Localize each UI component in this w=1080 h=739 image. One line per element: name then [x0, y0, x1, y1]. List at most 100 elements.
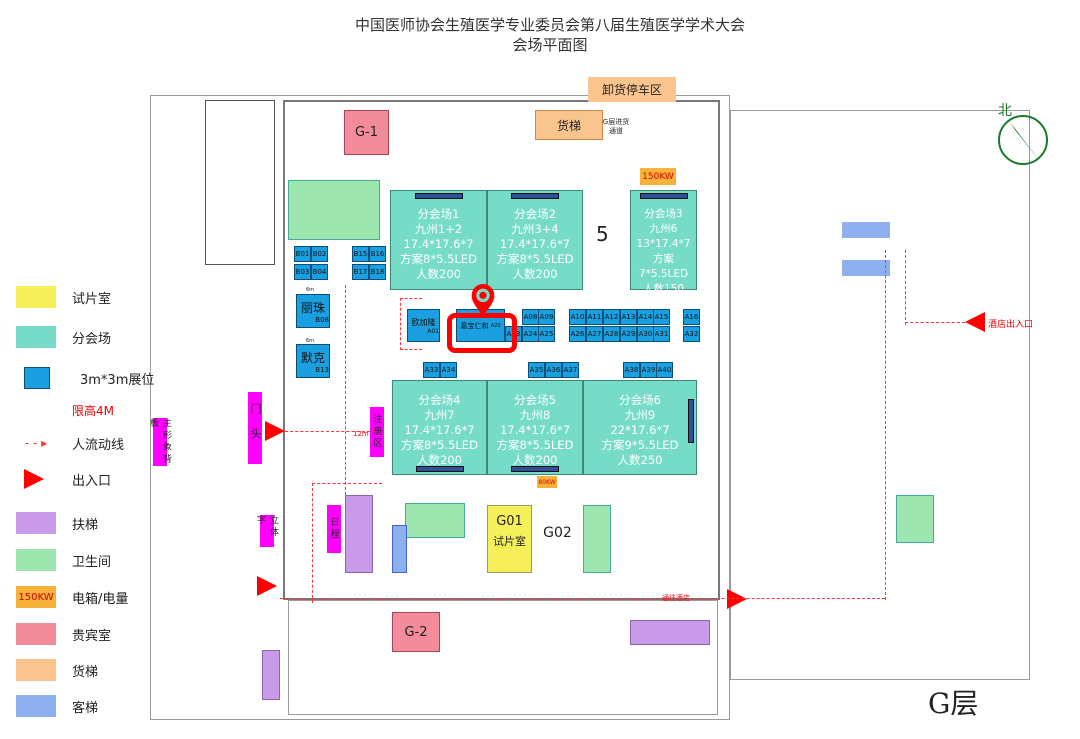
- booth-a09[interactable]: A09: [538, 309, 555, 325]
- legend-swatch: [16, 468, 56, 490]
- legend-label: 限高4M: [72, 403, 114, 418]
- passenger-lift-e1: [842, 222, 890, 238]
- booth-a37[interactable]: A37: [562, 362, 579, 378]
- width-note: 6m: [306, 338, 315, 344]
- booth-b02[interactable]: B02: [311, 246, 328, 262]
- booth-b18[interactable]: B18: [369, 264, 386, 280]
- booth-a28[interactable]: A28: [603, 326, 620, 342]
- legend-swatch: [16, 659, 56, 681]
- highlight-box: [447, 313, 517, 353]
- hall-size: 22*17.6*7: [610, 423, 670, 437]
- booth-a27[interactable]: A27: [586, 326, 603, 342]
- vip-room-g2: G-2: [392, 612, 440, 652]
- legend-item: 扶梯: [16, 512, 98, 534]
- booth-a13[interactable]: A13: [620, 309, 637, 325]
- flow-line: [280, 598, 885, 599]
- entrance-icon: [727, 589, 747, 609]
- gate-sign: 门头: [248, 392, 262, 464]
- booth-b15[interactable]: B15: [352, 246, 369, 262]
- booth-a14[interactable]: A14: [637, 309, 654, 325]
- hall-plan: 方案9*5.5LED: [601, 438, 679, 452]
- booth-code: A01: [427, 327, 439, 335]
- legend-swatch: [16, 512, 56, 534]
- flow-line: [400, 298, 422, 350]
- schedule-board: 日程: [327, 505, 341, 553]
- booth-a16[interactable]: A16: [683, 309, 700, 325]
- legend-label: 客梯: [72, 700, 99, 716]
- hall-name: 分会场6: [619, 393, 661, 407]
- hall-room: 九州1+2: [414, 222, 463, 236]
- unloading-area: 卸货停车区: [588, 77, 676, 102]
- legend-item: 分会场: [16, 326, 111, 348]
- booth-a31[interactable]: A31: [653, 326, 670, 342]
- legend-swatch: [16, 623, 56, 645]
- hall-size: 13*17.4*7: [636, 238, 691, 250]
- hall-name: 分会场4: [418, 393, 461, 407]
- flow-line: [885, 250, 886, 600]
- booth-a25[interactable]: A25: [538, 326, 555, 342]
- booth-a29[interactable]: A29: [620, 326, 637, 342]
- booth-name: 嘉宝仁和: [460, 321, 489, 330]
- booth-b17[interactable]: B17: [352, 264, 369, 280]
- booth-a39[interactable]: A39: [640, 362, 657, 378]
- hall-size: 17.4*17.6*7: [499, 237, 571, 251]
- hall-room: 九州7: [424, 408, 455, 422]
- booth-a34[interactable]: A34: [440, 362, 457, 378]
- booth-a11[interactable]: A11: [586, 309, 603, 325]
- hotel-entrance-label: 酒店出入口: [988, 320, 1034, 330]
- escalator-3: [630, 620, 710, 645]
- legend-item: 出入口: [16, 468, 111, 490]
- booth-a10[interactable]: A10: [569, 309, 586, 325]
- hall-name: 分会场5: [514, 393, 556, 407]
- booth-a38[interactable]: A38: [623, 362, 640, 378]
- main-backdrop-sign: 主形象背板: [148, 418, 171, 466]
- booth-a15[interactable]: A15: [653, 309, 670, 325]
- legend-swatch: [16, 695, 56, 717]
- booth-b03[interactable]: B03: [294, 264, 311, 280]
- legend-label: 3m*3m展位: [80, 372, 155, 388]
- legend-label: 货梯: [72, 664, 99, 680]
- legend-swatch: [16, 326, 56, 348]
- legend-label: 贵宾室: [72, 628, 112, 644]
- legend-swatch: [16, 549, 56, 571]
- hall-room: 九州9: [624, 408, 656, 422]
- hall-size: 17.4*17.6*7: [404, 423, 475, 437]
- booth-b04[interactable]: B04: [311, 264, 328, 280]
- hall-plan: 方案8*5.5LED: [496, 252, 574, 266]
- booth-a24[interactable]: A24: [522, 326, 539, 342]
- hall-capacity: 人数200: [417, 453, 462, 467]
- booth-a30[interactable]: A30: [637, 326, 654, 342]
- legend-label: 人流动线: [72, 437, 125, 453]
- room-type: 试片室: [493, 535, 526, 548]
- restroom-s1: [405, 503, 465, 538]
- booth-a35[interactable]: A35: [528, 362, 545, 378]
- booth-a26[interactable]: A26: [569, 326, 586, 342]
- booth-b16[interactable]: B16: [369, 246, 386, 262]
- booth-b01[interactable]: B01: [294, 246, 311, 262]
- booth-a40[interactable]: A40: [656, 362, 673, 378]
- booth-a08[interactable]: A08: [522, 309, 539, 325]
- flow-line: [312, 483, 382, 484]
- booth-a36[interactable]: A36: [545, 362, 562, 378]
- escalator-1: [345, 495, 373, 573]
- booth-name: 丽珠: [300, 300, 325, 315]
- legend-swatch: [24, 367, 50, 389]
- legend-swatch: 150KW: [16, 586, 56, 608]
- legend-swatch: - - ▸: [24, 436, 48, 450]
- booth-a32[interactable]: A32: [683, 326, 700, 342]
- booth-code: B13: [315, 365, 329, 374]
- hall-size: 17.4*17.6*7: [403, 237, 474, 251]
- booth-a33[interactable]: A33: [423, 362, 440, 378]
- booth-a12[interactable]: A12: [603, 309, 620, 325]
